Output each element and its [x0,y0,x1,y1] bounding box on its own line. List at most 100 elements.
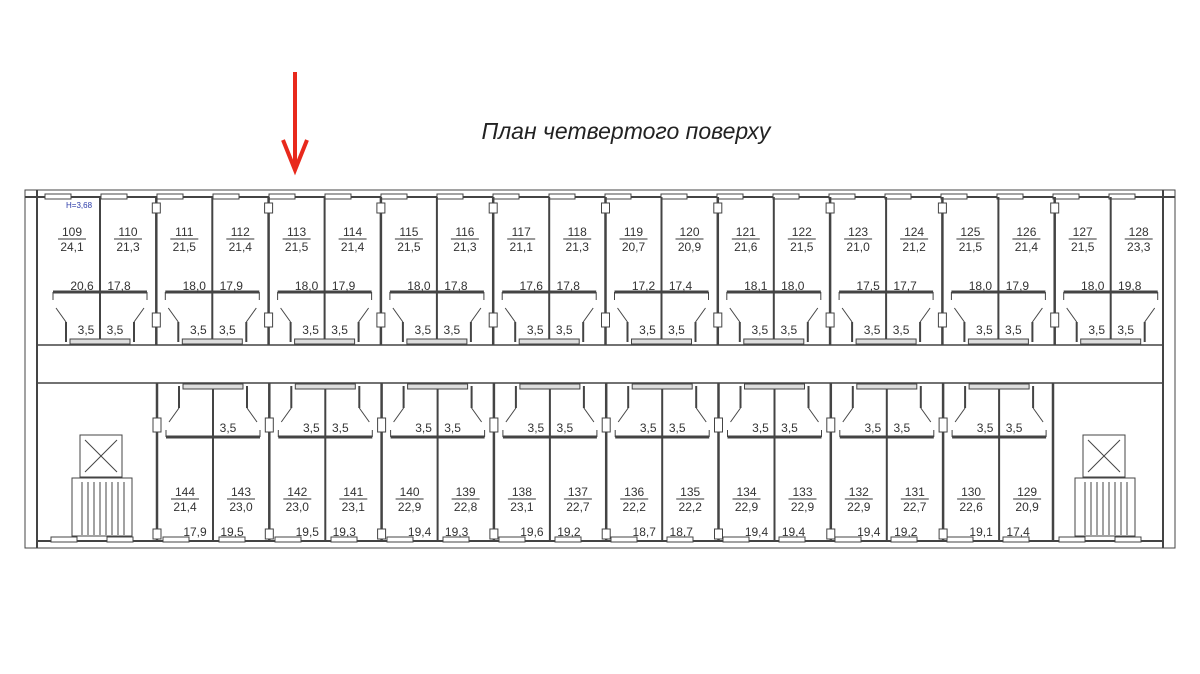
room-labels: 10924,120,63,511021,317,83,511121,518,03… [58,225,1153,539]
door-swing [470,307,482,323]
window [884,193,912,200]
door-swing [842,407,854,423]
window [442,536,470,543]
bathroom-area: 3,5 [1117,323,1134,337]
room-area: 23,0 [229,500,253,514]
window [218,536,246,543]
room-living-area: 18,0 [295,279,319,293]
door-swing [55,307,67,323]
column [714,417,723,433]
room-living-area: 17,8 [444,279,468,293]
door-swing [954,407,966,423]
window [156,193,184,200]
window [386,536,414,543]
bathroom-area: 3,5 [331,323,348,337]
window [1002,536,1030,543]
column [938,528,948,540]
radiator [406,338,468,345]
room-number: 138 [512,485,532,499]
bathroom-area: 3,5 [781,421,798,435]
room-number: 143 [231,485,251,499]
room-area: 23,0 [286,500,310,514]
bathroom-area: 3,5 [444,421,461,435]
window [772,193,800,200]
plan-title: План четвертого поверху [481,118,771,144]
room-area: 20,7 [622,240,646,254]
room-area: 21,5 [790,240,814,254]
room-area: 21,4 [229,240,253,254]
column [601,528,611,540]
bathroom-area: 3,5 [528,421,545,435]
window [162,536,190,543]
room-number: 136 [624,485,644,499]
column [151,202,161,214]
room-living-area: 19,3 [333,525,357,539]
window [268,193,296,200]
window [548,193,576,200]
bathroom-area: 3,5 [444,323,461,337]
radiator [182,383,244,390]
door-swing [505,407,517,423]
door-swing [919,307,931,323]
room-living-area: 17,9 [1006,279,1030,293]
door-swing [953,307,965,323]
column [488,202,498,214]
room-living-area: 17,4 [669,279,693,293]
door-swing [695,307,706,323]
stair-left [71,477,133,537]
room-number: 132 [849,485,869,499]
window [44,193,72,200]
door-swing [358,407,370,423]
room-number: 137 [568,485,588,499]
door-swing [841,307,853,323]
column [488,312,498,328]
door-swing [1032,407,1044,423]
column [714,528,723,540]
column [938,417,948,433]
radiator [294,383,356,390]
bathroom-area: 3,5 [893,421,910,435]
room-number: 113 [287,225,306,239]
door-swing [280,307,292,323]
door-swing [617,307,628,323]
bathroom-area: 3,5 [220,421,237,435]
radiator [518,338,580,345]
room-number: 140 [400,485,420,499]
column [377,417,387,433]
room-living-area: 17,7 [893,279,917,293]
column [601,202,610,214]
room-area: 21,3 [116,240,140,254]
room-number: 135 [680,485,700,499]
height-label: H=3,68 [66,201,93,210]
bathroom-area: 3,5 [219,323,236,337]
room-area: 20,9 [678,240,702,254]
window [666,536,694,543]
window [716,193,744,200]
column [826,417,836,433]
bathroom-area: 3,5 [639,323,656,337]
column [713,202,723,214]
column [376,312,386,328]
door-swing [808,407,819,423]
room-area: 21,4 [1015,240,1039,254]
room-area: 22,9 [398,500,422,514]
room-living-area: 17,2 [632,279,656,293]
door-swing [504,307,516,323]
room-number: 129 [1017,485,1037,499]
room-number: 109 [62,225,82,239]
bathroom-area: 3,5 [668,323,685,337]
bathroom-area: 3,5 [1005,323,1022,337]
column [937,202,947,214]
room-number: 114 [343,225,362,239]
door-swing [920,407,932,423]
window [436,193,464,200]
door-swing [1066,307,1078,323]
room-number: 117 [512,225,531,239]
bathroom-area: 3,5 [1006,421,1023,435]
room-living-area: 17,5 [856,279,880,293]
column [937,312,947,328]
window [212,193,240,200]
room-living-area: 19,2 [894,525,918,539]
column [264,202,274,214]
bathroom-area: 3,5 [752,421,769,435]
